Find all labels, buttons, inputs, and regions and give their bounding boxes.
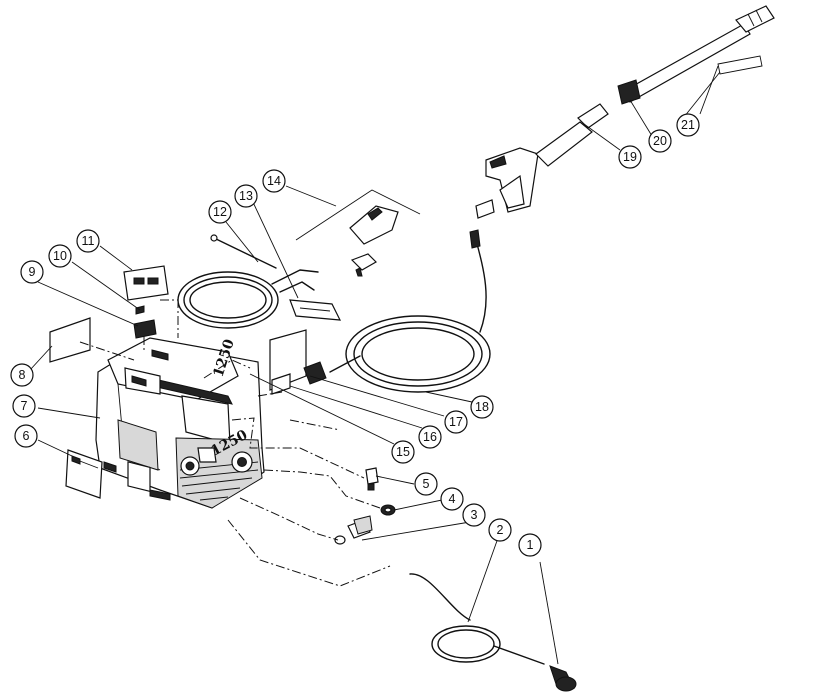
garden-hose [409, 573, 545, 665]
decal-set [123, 265, 169, 339]
svg-text:6: 6 [23, 429, 30, 443]
svg-text:20: 20 [653, 134, 667, 148]
svg-text:21: 21 [681, 118, 695, 132]
pressure-washer-body: 1250 [95, 337, 265, 509]
callout-8: 8 [10, 363, 34, 387]
callout-18: 18 [470, 395, 494, 419]
callout-1: 1 [518, 533, 542, 557]
hose-end-fitting [549, 665, 577, 692]
side-label-panel [49, 317, 91, 363]
svg-text:4: 4 [449, 492, 456, 506]
svg-text:7: 7 [21, 399, 28, 413]
svg-text:17: 17 [449, 415, 463, 429]
cable-tie [210, 234, 277, 269]
callout-17: 17 [444, 410, 468, 434]
callout-9: 9 [20, 260, 44, 284]
svg-text:3: 3 [471, 508, 478, 522]
inlet-fitting [365, 467, 379, 491]
svg-text:19: 19 [623, 150, 637, 164]
nozzle-holder [295, 189, 421, 277]
callout-6: 6 [14, 424, 38, 448]
callout-5: 5 [414, 472, 438, 496]
svg-text:12: 12 [213, 205, 227, 219]
svg-text:5: 5 [423, 477, 430, 491]
svg-text:18: 18 [475, 400, 489, 414]
callout-2: 2 [488, 518, 512, 542]
svg-text:8: 8 [19, 368, 26, 382]
power-cord-coil [177, 269, 342, 329]
svg-text:1: 1 [527, 538, 534, 552]
callout-7: 7 [12, 394, 36, 418]
callout-20: 20 [648, 129, 672, 153]
callout-12: 12 [208, 200, 232, 224]
inlet-coupler [334, 515, 373, 545]
nozzle-tip [699, 55, 763, 115]
callouts: 1 2 3 4 5 6 7 8 9 10 11 12 13 14 15 16 1… [10, 113, 700, 557]
svg-text:13: 13 [239, 189, 253, 203]
svg-text:14: 14 [267, 174, 281, 188]
svg-text:2: 2 [497, 523, 504, 537]
callout-10: 10 [48, 244, 72, 268]
leader-lines [29, 71, 721, 665]
callout-15: 15 [391, 440, 415, 464]
callout-11: 11 [76, 229, 100, 253]
svg-text:10: 10 [53, 249, 67, 263]
svg-text:11: 11 [82, 234, 95, 248]
callout-21: 21 [676, 113, 700, 137]
spray-gun [475, 103, 609, 219]
callout-19: 19 [618, 145, 642, 169]
callout-13: 13 [234, 184, 258, 208]
spray-lance [617, 5, 775, 105]
callout-14: 14 [262, 169, 286, 193]
high-pressure-hose [303, 229, 491, 393]
assembly-lines [79, 299, 391, 587]
svg-text:16: 16 [423, 430, 437, 444]
o-ring-small [380, 504, 396, 516]
callout-3: 3 [462, 503, 486, 527]
svg-text:9: 9 [29, 265, 36, 279]
callout-16: 16 [418, 425, 442, 449]
warning-label [65, 449, 103, 499]
callout-4: 4 [440, 487, 464, 511]
svg-text:15: 15 [396, 445, 410, 459]
